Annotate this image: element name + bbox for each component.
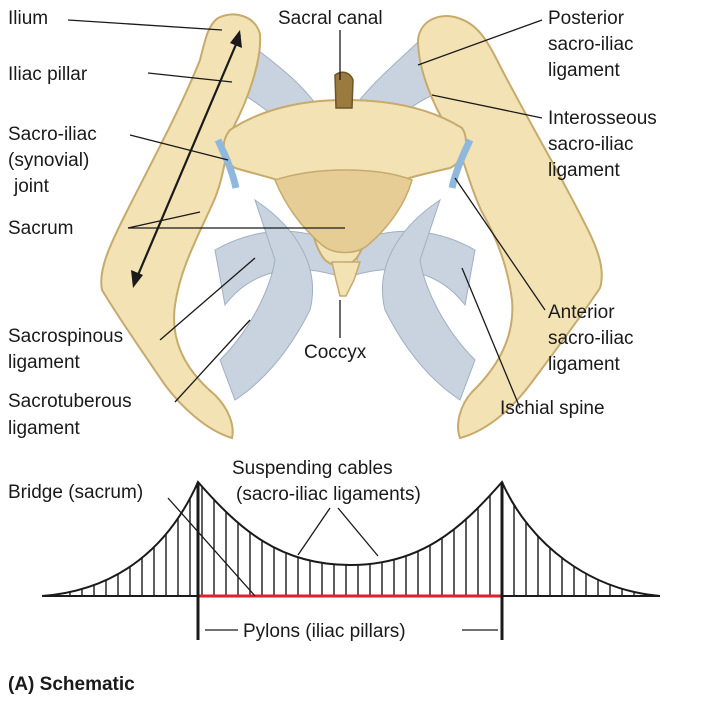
label-sacrospinous-1: Sacrospinous <box>8 326 123 347</box>
label-posterior-2: sacro-iliac <box>548 34 634 55</box>
figure-caption: (A) Schematic <box>8 674 135 695</box>
label-sacroiliac-joint-1: Sacro-iliac <box>8 124 97 145</box>
label-sacral-canal: Sacral canal <box>278 8 383 29</box>
label-sacrum: Sacrum <box>8 218 73 239</box>
label-anterior-1: Anterior <box>548 302 615 323</box>
label-anterior-2: sacro-iliac <box>548 328 634 349</box>
label-interosseous-1: Interosseous <box>548 108 657 129</box>
suspenders <box>69 485 635 596</box>
label-coccyx: Coccyx <box>304 342 367 363</box>
label-sacroiliac-joint-3: joint <box>13 176 50 197</box>
label-ilium: Ilium <box>8 8 48 29</box>
arrowhead-bottom <box>131 270 143 288</box>
leader-lines <box>67 19 546 409</box>
coccyx-bone <box>331 261 362 297</box>
label-sacroiliac-joint-2: (synovial) <box>8 150 89 171</box>
ligaments <box>214 39 476 401</box>
label-suspending-cables-2: (sacro-iliac ligaments) <box>236 484 421 505</box>
label-bridge-sacrum: Bridge (sacrum) <box>8 482 143 503</box>
label-sacrospinous-2: ligament <box>8 352 81 373</box>
bridge-schematic: Suspending cables (sacro-iliac ligaments… <box>8 458 661 642</box>
label-suspending-cables-1: Suspending cables <box>232 458 393 479</box>
sacroiliac-joint-left <box>214 138 240 189</box>
sacrotuberous-ligament-right <box>381 198 476 401</box>
sacroiliac-joint-right <box>448 138 474 189</box>
arrowhead-top <box>230 30 242 48</box>
sacrum-anterior <box>274 169 413 254</box>
label-iliac-pillar: Iliac pillar <box>8 64 88 85</box>
label-anterior-3: ligament <box>548 354 621 375</box>
iliac-pillar-arrow <box>133 34 242 283</box>
label-sacrotuberous-1: Sacrotuberous <box>8 391 132 412</box>
label-posterior-3: ligament <box>548 60 621 81</box>
label-interosseous-3: ligament <box>548 160 621 181</box>
label-interosseous-2: sacro-iliac <box>548 134 634 155</box>
main-cable <box>41 480 661 597</box>
label-sacrotuberous-2: ligament <box>8 418 81 439</box>
sacrotuberous-ligament-left <box>219 198 314 401</box>
label-ischial-spine: Ischial spine <box>500 398 605 419</box>
label-pylons: Pylons (iliac pillars) <box>243 621 406 642</box>
pelvis-illustration <box>100 13 603 440</box>
label-posterior-1: Posterior <box>548 8 625 29</box>
labels: Ilium Iliac pillar Sacro-iliac (synovial… <box>8 8 657 439</box>
sacral-canal <box>334 71 354 109</box>
